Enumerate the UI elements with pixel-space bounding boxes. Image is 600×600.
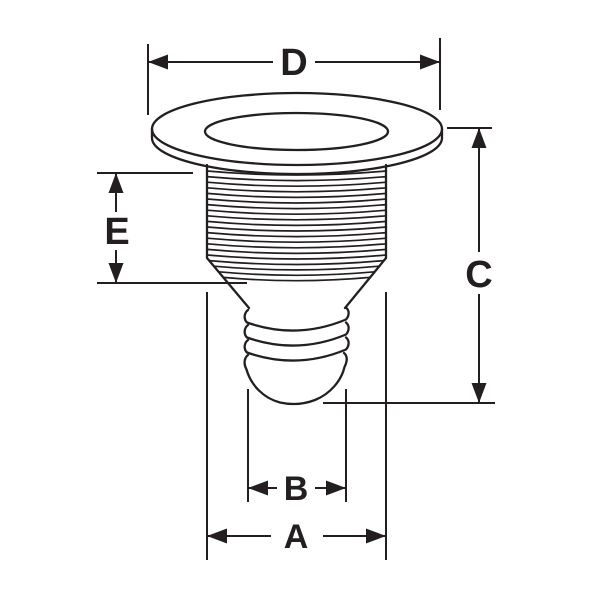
fitting-body xyxy=(150,91,444,406)
c-arrow-down-icon xyxy=(471,383,487,403)
barb-nose xyxy=(243,351,348,406)
thread-line xyxy=(206,209,387,216)
b-arrow-right-icon xyxy=(326,480,346,496)
thread-line xyxy=(208,259,385,266)
flange xyxy=(150,91,444,176)
barb-rib-3 xyxy=(243,336,350,362)
thread-line xyxy=(206,254,387,260)
thread-line xyxy=(206,203,387,210)
d-arrow-right-icon xyxy=(420,54,440,70)
hose-barb xyxy=(243,306,350,406)
dimension-label-c: C xyxy=(465,254,492,296)
thread-lines xyxy=(206,170,387,282)
thread-line xyxy=(206,181,387,188)
thread-line xyxy=(206,214,387,221)
flange-outer-rim xyxy=(150,91,444,167)
a-arrow-right-icon xyxy=(366,528,386,544)
a-arrow-left-icon xyxy=(207,528,227,544)
shank-right-edge xyxy=(343,163,388,310)
d-arrow-left-icon xyxy=(148,54,168,70)
dimension-e: E xyxy=(97,172,247,284)
thread-line xyxy=(206,237,387,244)
thread-line xyxy=(206,231,387,238)
barb-rib-1 xyxy=(243,306,350,332)
dimension-label-a: A xyxy=(284,518,309,556)
thread-line xyxy=(217,270,376,277)
thread-line xyxy=(206,198,387,204)
barb-rib-2 xyxy=(243,321,350,347)
dimension-d: D xyxy=(147,38,441,115)
thread-line xyxy=(206,242,387,249)
thread-line xyxy=(206,170,387,176)
thread-line xyxy=(206,226,387,232)
thread-line xyxy=(206,248,387,255)
c-arrow-up-icon xyxy=(471,128,487,148)
dimension-b: B xyxy=(247,389,347,508)
dimension-label-b: B xyxy=(284,470,309,508)
thread-line xyxy=(206,220,387,227)
b-arrow-left-icon xyxy=(248,480,268,496)
thread-line xyxy=(206,186,387,193)
dimension-a: A xyxy=(206,292,387,560)
shank-left-edge xyxy=(205,163,251,310)
thread-line xyxy=(206,175,387,182)
e-arrow-down-icon xyxy=(108,263,124,283)
dimension-c: C xyxy=(323,127,495,404)
thread-line xyxy=(213,265,381,271)
threaded-shank xyxy=(205,163,388,310)
e-arrow-up-icon xyxy=(108,173,124,193)
thread-line xyxy=(222,276,371,282)
dimension-label-d: D xyxy=(280,42,307,84)
dimension-label-e: E xyxy=(104,211,129,253)
flange-opening xyxy=(203,111,390,152)
flange-rim-thickness xyxy=(150,127,444,176)
thread-line xyxy=(206,192,387,199)
